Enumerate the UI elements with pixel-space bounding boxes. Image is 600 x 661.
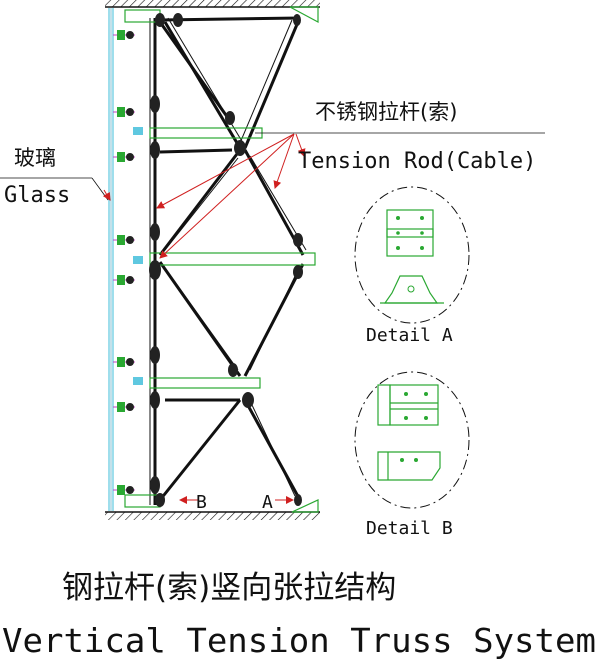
callout-arrows	[102, 133, 306, 504]
node-clamps	[149, 13, 303, 507]
detail-b-label: Detail B	[366, 518, 453, 539]
marker-b-label: B	[196, 492, 207, 513]
rod-label-cn: 不锈钢拉杆(索)	[315, 100, 457, 124]
rod-label-en: Tension Rod(Cable)	[298, 149, 536, 174]
glass-clamps	[113, 30, 143, 495]
title-en: Vertical Tension Truss System	[2, 621, 596, 660]
glass-label-cn: 玻璃	[14, 146, 56, 170]
title-cn: 钢拉杆(索)竖向张拉结构	[62, 570, 396, 606]
marker-a-label: A	[262, 492, 273, 513]
horizontal-struts	[124, 6, 319, 513]
bottom-floor-hatch	[105, 511, 320, 520]
truss-diagonal-outlines	[164, 17, 307, 497]
glass-label-en: Glass	[4, 183, 70, 208]
glass-panel	[108, 8, 114, 511]
truss-diagonals	[158, 16, 305, 501]
detail-a: Detail A	[354, 186, 470, 346]
detail-b: Detail B	[354, 371, 470, 539]
top-ceiling-hatch	[105, 0, 320, 8]
detail-a-label: Detail A	[366, 325, 453, 346]
